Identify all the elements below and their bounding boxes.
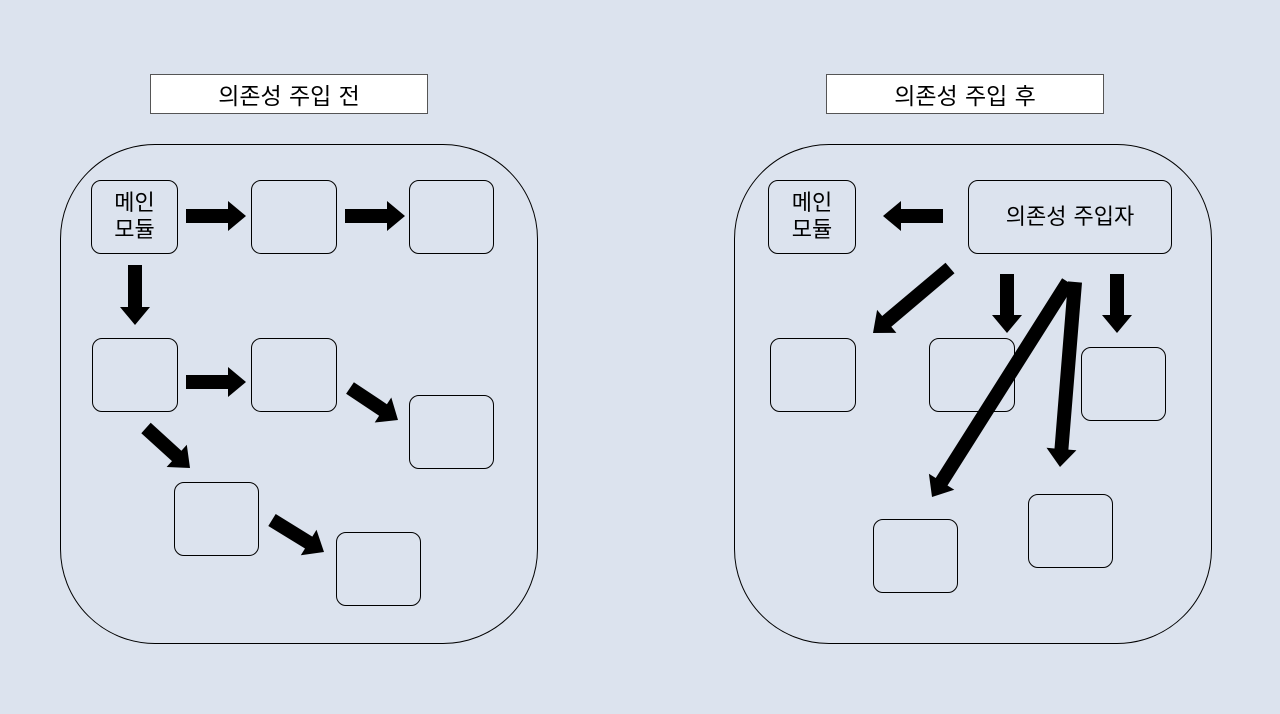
after-title: 의존성 주입 후 xyxy=(826,74,1104,114)
after-main-module-box: 메인 모듈 xyxy=(768,180,856,254)
after-main-module-line1: 메인 xyxy=(791,191,833,216)
after-box-2 xyxy=(929,338,1015,412)
before-box-1 xyxy=(251,180,337,254)
before-container xyxy=(60,144,538,644)
before-box-3 xyxy=(92,338,178,412)
before-main-module-line1: 메인 xyxy=(114,191,155,216)
after-box-5 xyxy=(1028,494,1113,568)
after-box-3 xyxy=(1081,347,1166,421)
injector-label: 의존성 주입자 xyxy=(1005,204,1135,230)
before-main-module-box: 메인 모듈 xyxy=(91,180,178,254)
before-box-2 xyxy=(409,180,494,254)
after-box-4 xyxy=(873,519,958,593)
before-box-5 xyxy=(409,395,494,469)
injector-box: 의존성 주입자 xyxy=(968,180,1172,254)
after-container xyxy=(734,144,1212,644)
after-main-module-line2: 모듈 xyxy=(791,218,833,243)
before-box-7 xyxy=(336,532,421,606)
after-title-text: 의존성 주입 후 xyxy=(894,84,1036,110)
after-box-1 xyxy=(770,338,856,412)
before-title: 의존성 주입 전 xyxy=(150,74,428,114)
before-box-4 xyxy=(251,338,337,412)
before-title-text: 의존성 주입 전 xyxy=(218,84,360,110)
before-main-module-line2: 모듈 xyxy=(114,218,155,243)
before-box-6 xyxy=(174,482,259,556)
